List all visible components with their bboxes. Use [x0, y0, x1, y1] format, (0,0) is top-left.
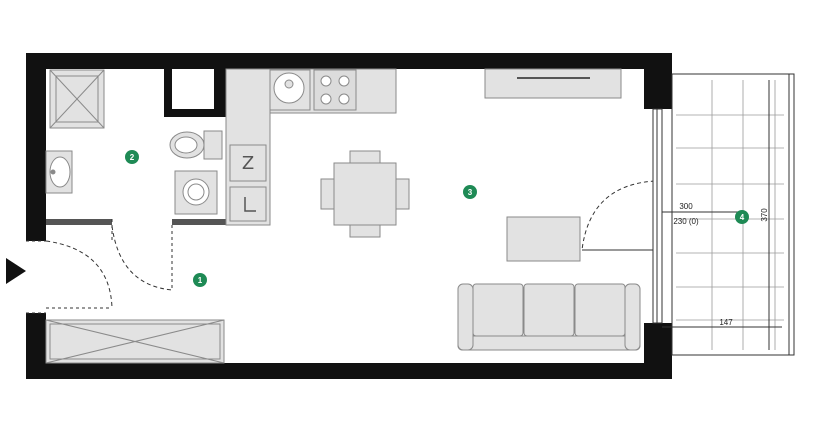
burner-2-icon [338, 75, 350, 87]
room-marker-4: 4 [735, 210, 749, 224]
chair-top [349, 150, 381, 164]
wall-right-upper [644, 53, 672, 109]
balcony-dim-height: 370 [760, 208, 769, 222]
oven-icon [244, 197, 256, 212]
wardrobe-cross-2 [45, 319, 225, 364]
shaft-wall-left [164, 69, 172, 117]
bathroom-wall-bottom [46, 219, 112, 225]
shower-inner [55, 75, 99, 123]
fridge [229, 144, 267, 182]
balcony-door-swing [581, 180, 656, 251]
wall-bottom [26, 363, 672, 379]
sofa-arm-right [624, 283, 641, 351]
washbasin-tap-icon [50, 169, 56, 175]
wardrobe-inner [49, 323, 221, 360]
washbasin-bowl [49, 156, 71, 188]
bathroom-door-swing [111, 225, 173, 291]
fridge-icon: Z [242, 153, 254, 174]
washer [174, 170, 218, 215]
balcony-dim-bottom: 147 [719, 318, 733, 327]
entrance-arrow-icon [6, 258, 26, 284]
shaft-wall-right [214, 69, 226, 117]
dining-table [333, 162, 397, 226]
wall-right-lower [644, 323, 672, 379]
sofa-back [457, 335, 641, 351]
washer-drum-icon [187, 183, 205, 201]
room-number-2: 2 [130, 153, 135, 162]
sink-drain-icon [284, 79, 294, 89]
balcony-outline [671, 73, 795, 356]
sofa-cushion-2 [523, 283, 575, 337]
room-number-4: 4 [740, 213, 745, 222]
room-number-3: 3 [468, 188, 473, 197]
room-marker-3: 3 [463, 185, 477, 199]
bathroom-wall-right [172, 219, 226, 225]
cooktop [313, 69, 357, 111]
oven [229, 186, 267, 222]
toilet-seat [174, 136, 198, 154]
wall-left-lower [26, 313, 46, 379]
chair-left [320, 178, 335, 210]
burner-4-icon [338, 93, 350, 105]
wardrobe [45, 319, 225, 364]
shower-cross-2 [49, 69, 105, 129]
room-marker-3-dot [463, 185, 477, 199]
room-marker-2-dot [125, 150, 139, 164]
tv-cabinet [484, 68, 622, 99]
toilet-cistern [203, 130, 223, 160]
walls [26, 53, 672, 379]
burner-1-icon [320, 75, 332, 87]
partitions [26, 219, 226, 314]
room-marker-1-dot [193, 273, 207, 287]
sofa-cushion-1 [472, 283, 524, 337]
balcony [662, 73, 795, 356]
room-number-1: 1 [198, 276, 203, 285]
shaft-wall-bottom [164, 109, 226, 117]
room-marker-2: 2 [125, 150, 139, 164]
entry-door-swing [45, 240, 113, 309]
room-marker-1: 1 [193, 273, 207, 287]
sofa-arm-left [457, 283, 474, 351]
sofa-cushion-3 [574, 283, 626, 337]
chair-bottom [349, 224, 381, 238]
door-swings [45, 180, 656, 309]
window-frame [652, 108, 663, 324]
chair-right [395, 178, 410, 210]
burner-3-icon [320, 93, 332, 105]
wall-top [26, 53, 672, 69]
bathroom-fixtures [45, 69, 223, 215]
wall-left-upper [26, 53, 46, 241]
room-marker-4-dot [735, 210, 749, 224]
desk [506, 216, 581, 262]
living-furniture [320, 68, 641, 351]
kitchen: Z [225, 68, 397, 226]
balcony-dim-width: 300 [679, 202, 693, 211]
washer-icon [182, 178, 210, 206]
balcony-dim-width-sub: 230 (0) [673, 217, 699, 226]
